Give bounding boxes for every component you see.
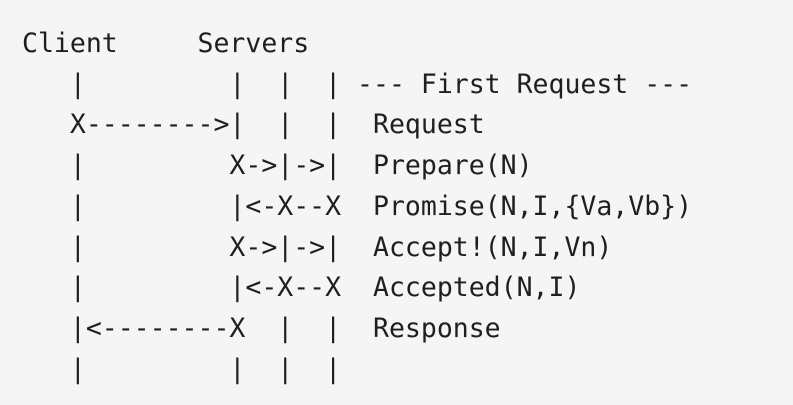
first-request-row: | | | | --- First Request --- xyxy=(22,68,693,100)
accept-row: | X->|->| Accept!(N,I,Vn) xyxy=(22,231,613,263)
prepare-row: | X->|->| Prepare(N) xyxy=(22,150,533,182)
accepted-row: | |<-X--X Accepted(N,I) xyxy=(22,272,581,304)
request-row: X-------->| | | Request xyxy=(22,109,485,141)
header-row: Client Servers xyxy=(22,28,310,59)
promise-row: | |<-X--X Promise(N,I,{Va,Vb}) xyxy=(22,190,693,222)
response-row: |<--------X | | Response xyxy=(22,312,501,344)
trailing-lifeline-row: | | | | xyxy=(22,353,342,385)
